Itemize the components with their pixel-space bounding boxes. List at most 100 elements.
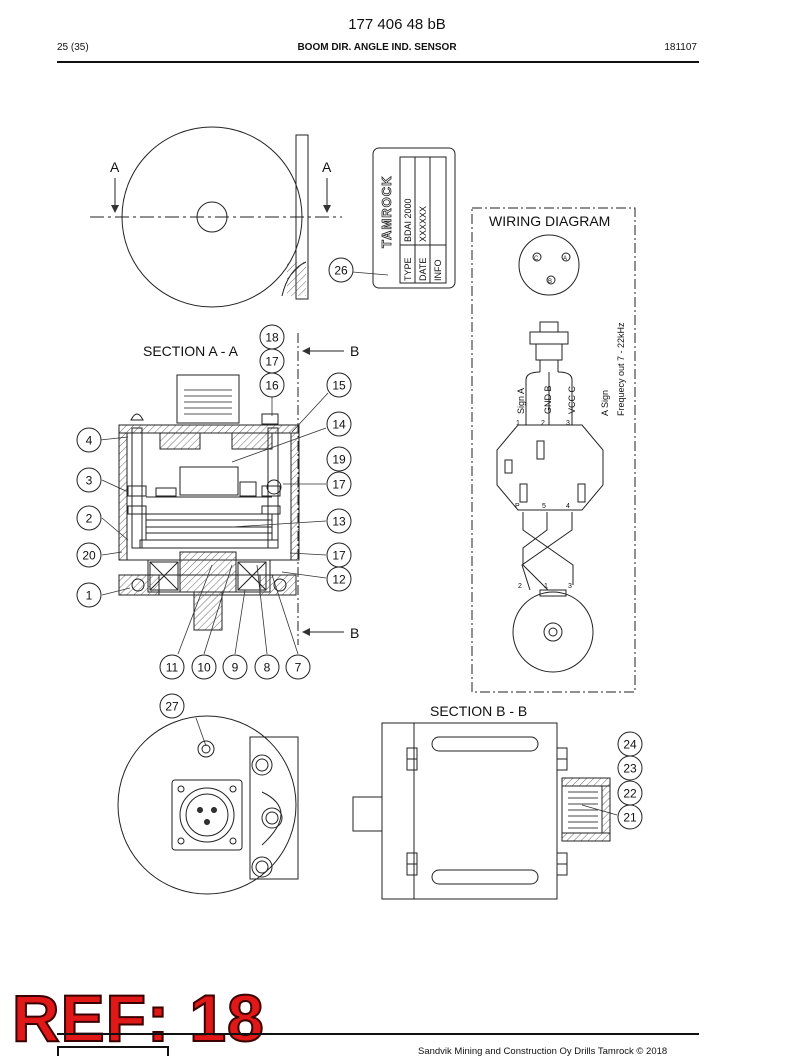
balloon-15: 15 bbox=[326, 372, 352, 398]
svg-text:19: 19 bbox=[332, 453, 346, 467]
wire-gnd-b: GND B bbox=[543, 385, 553, 414]
balloon-18: 18 bbox=[259, 324, 285, 350]
terminal-1: 1 bbox=[516, 420, 520, 427]
terminal-3: 3 bbox=[566, 420, 570, 427]
balloon-2: 2 bbox=[76, 505, 102, 531]
part-balloons: 18 17 16 15 14 19 17 13 17 12 4 3 2 20 1… bbox=[76, 257, 643, 830]
section-a-marker-left: A bbox=[110, 159, 120, 175]
terminal-5: 5 bbox=[542, 503, 546, 510]
balloon-27: 27 bbox=[159, 693, 185, 719]
nameplate-label-type: TYPE bbox=[403, 257, 413, 281]
document-number: 177 406 48 bB bbox=[348, 16, 446, 33]
balloon-10: 10 bbox=[191, 654, 217, 680]
svg-text:21: 21 bbox=[623, 811, 637, 825]
svg-text:22: 22 bbox=[623, 787, 637, 801]
balloon-19: 19 bbox=[326, 446, 352, 472]
balloon-21: 21 bbox=[617, 804, 643, 830]
ref-stamp: REF: 18 bbox=[11, 981, 265, 1055]
balloon-4: 4 bbox=[76, 427, 102, 453]
nameplate-label-info: INFO bbox=[433, 260, 443, 282]
svg-text:3: 3 bbox=[86, 474, 93, 488]
pin-b-label: B bbox=[548, 279, 552, 285]
balloon-17-top: 17 bbox=[259, 348, 285, 374]
svg-text:27: 27 bbox=[165, 700, 179, 714]
terminal-4: 4 bbox=[566, 503, 570, 510]
pot-terminal-3: 3 bbox=[568, 583, 572, 590]
svg-text:8: 8 bbox=[264, 661, 271, 675]
balloon-8: 8 bbox=[254, 654, 280, 680]
page-title: BOOM DIR. ANGLE IND. SENSOR bbox=[297, 42, 457, 53]
header-divider bbox=[57, 61, 699, 63]
svg-text:7: 7 bbox=[295, 661, 302, 675]
header-row: 25 (35) BOOM DIR. ANGLE IND. SENSOR 1811… bbox=[57, 42, 697, 56]
svg-text:17: 17 bbox=[265, 355, 279, 369]
leader-lines-section-aa bbox=[99, 269, 618, 816]
svg-text:12: 12 bbox=[332, 573, 346, 587]
nameplate-label-date: DATE bbox=[418, 258, 428, 281]
balloon-9: 9 bbox=[222, 654, 248, 680]
nameplate-value-type: BDAI 2000 bbox=[403, 198, 413, 242]
section-a-a: SECTION A - A B B bbox=[118, 333, 359, 645]
balloon-3: 3 bbox=[76, 467, 102, 493]
wiring-diagram: WIRING DIAGRAM C A B Sign A GND B VCC C … bbox=[471, 207, 636, 693]
section-aa-title: SECTION A - A bbox=[143, 343, 239, 359]
nameplate: TAMROCK TYPE DATE INFO BDAI 2000 XXXXXX bbox=[372, 147, 456, 289]
nameplate-value-date: XXXXXX bbox=[418, 206, 428, 242]
balloon-17-bottom: 17 bbox=[326, 542, 352, 568]
svg-text:26: 26 bbox=[334, 264, 348, 278]
pot-terminal-2: 2 bbox=[518, 583, 522, 590]
section-bb-title: SECTION B - B bbox=[430, 703, 527, 719]
balloon-16: 16 bbox=[259, 372, 285, 398]
section-a-marker-right: A bbox=[322, 159, 332, 175]
bottom-view bbox=[117, 715, 299, 895]
balloon-7: 7 bbox=[285, 654, 311, 680]
svg-text:18: 18 bbox=[265, 331, 279, 345]
balloon-20: 20 bbox=[76, 542, 102, 568]
section-b-marker-bottom: B bbox=[350, 625, 359, 641]
svg-text:1: 1 bbox=[86, 589, 93, 603]
nameplate-brand: TAMROCK bbox=[379, 176, 394, 248]
footer-copyright: Sandvik Mining and Construction Oy Drill… bbox=[418, 1046, 668, 1057]
balloon-11: 11 bbox=[159, 654, 185, 680]
svg-text:10: 10 bbox=[197, 661, 211, 675]
svg-text:14: 14 bbox=[332, 418, 346, 432]
section-b-b: SECTION B - B bbox=[352, 703, 611, 900]
balloon-13: 13 bbox=[326, 508, 352, 534]
svg-text:16: 16 bbox=[265, 379, 279, 393]
wiring-note-frequency: Frequecy out 7 - 22kHz bbox=[616, 322, 626, 416]
svg-text:9: 9 bbox=[232, 661, 239, 675]
svg-text:24: 24 bbox=[623, 738, 637, 752]
pin-c-label: C bbox=[534, 256, 539, 262]
svg-text:11: 11 bbox=[166, 661, 179, 675]
balloon-17-middle: 17 bbox=[326, 471, 352, 497]
balloon-1: 1 bbox=[76, 582, 102, 608]
section-b-marker-top: B bbox=[350, 343, 359, 359]
footer-divider bbox=[57, 1033, 699, 1035]
svg-text:4: 4 bbox=[86, 434, 93, 448]
svg-text:17: 17 bbox=[332, 478, 346, 492]
top-view: A A bbox=[90, 126, 342, 308]
pin-a-label: A bbox=[563, 256, 567, 262]
balloon-23: 23 bbox=[617, 755, 643, 781]
balloon-22: 22 bbox=[617, 780, 643, 806]
terminal-2: 2 bbox=[541, 420, 545, 427]
wire-signal-a: Sign A bbox=[516, 388, 526, 414]
svg-text:15: 15 bbox=[332, 379, 346, 393]
wire-vcc-c: VCC C bbox=[567, 385, 577, 414]
page-number: 25 (35) bbox=[57, 42, 89, 53]
svg-text:13: 13 bbox=[332, 515, 346, 529]
svg-text:17: 17 bbox=[332, 549, 346, 563]
balloon-12: 12 bbox=[326, 566, 352, 592]
pot-terminal-1: 1 bbox=[544, 583, 548, 590]
balloon-24: 24 bbox=[617, 731, 643, 757]
svg-text:2: 2 bbox=[86, 512, 93, 526]
svg-text:20: 20 bbox=[82, 549, 96, 563]
svg-text:23: 23 bbox=[623, 762, 637, 776]
date-code: 181107 bbox=[664, 42, 697, 53]
balloon-26: 26 bbox=[328, 257, 354, 283]
balloon-14: 14 bbox=[326, 411, 352, 437]
wiring-note-signal: A Sign bbox=[600, 390, 610, 416]
wiring-diagram-title: WIRING DIAGRAM bbox=[489, 213, 610, 229]
terminal-p: P bbox=[515, 503, 520, 510]
